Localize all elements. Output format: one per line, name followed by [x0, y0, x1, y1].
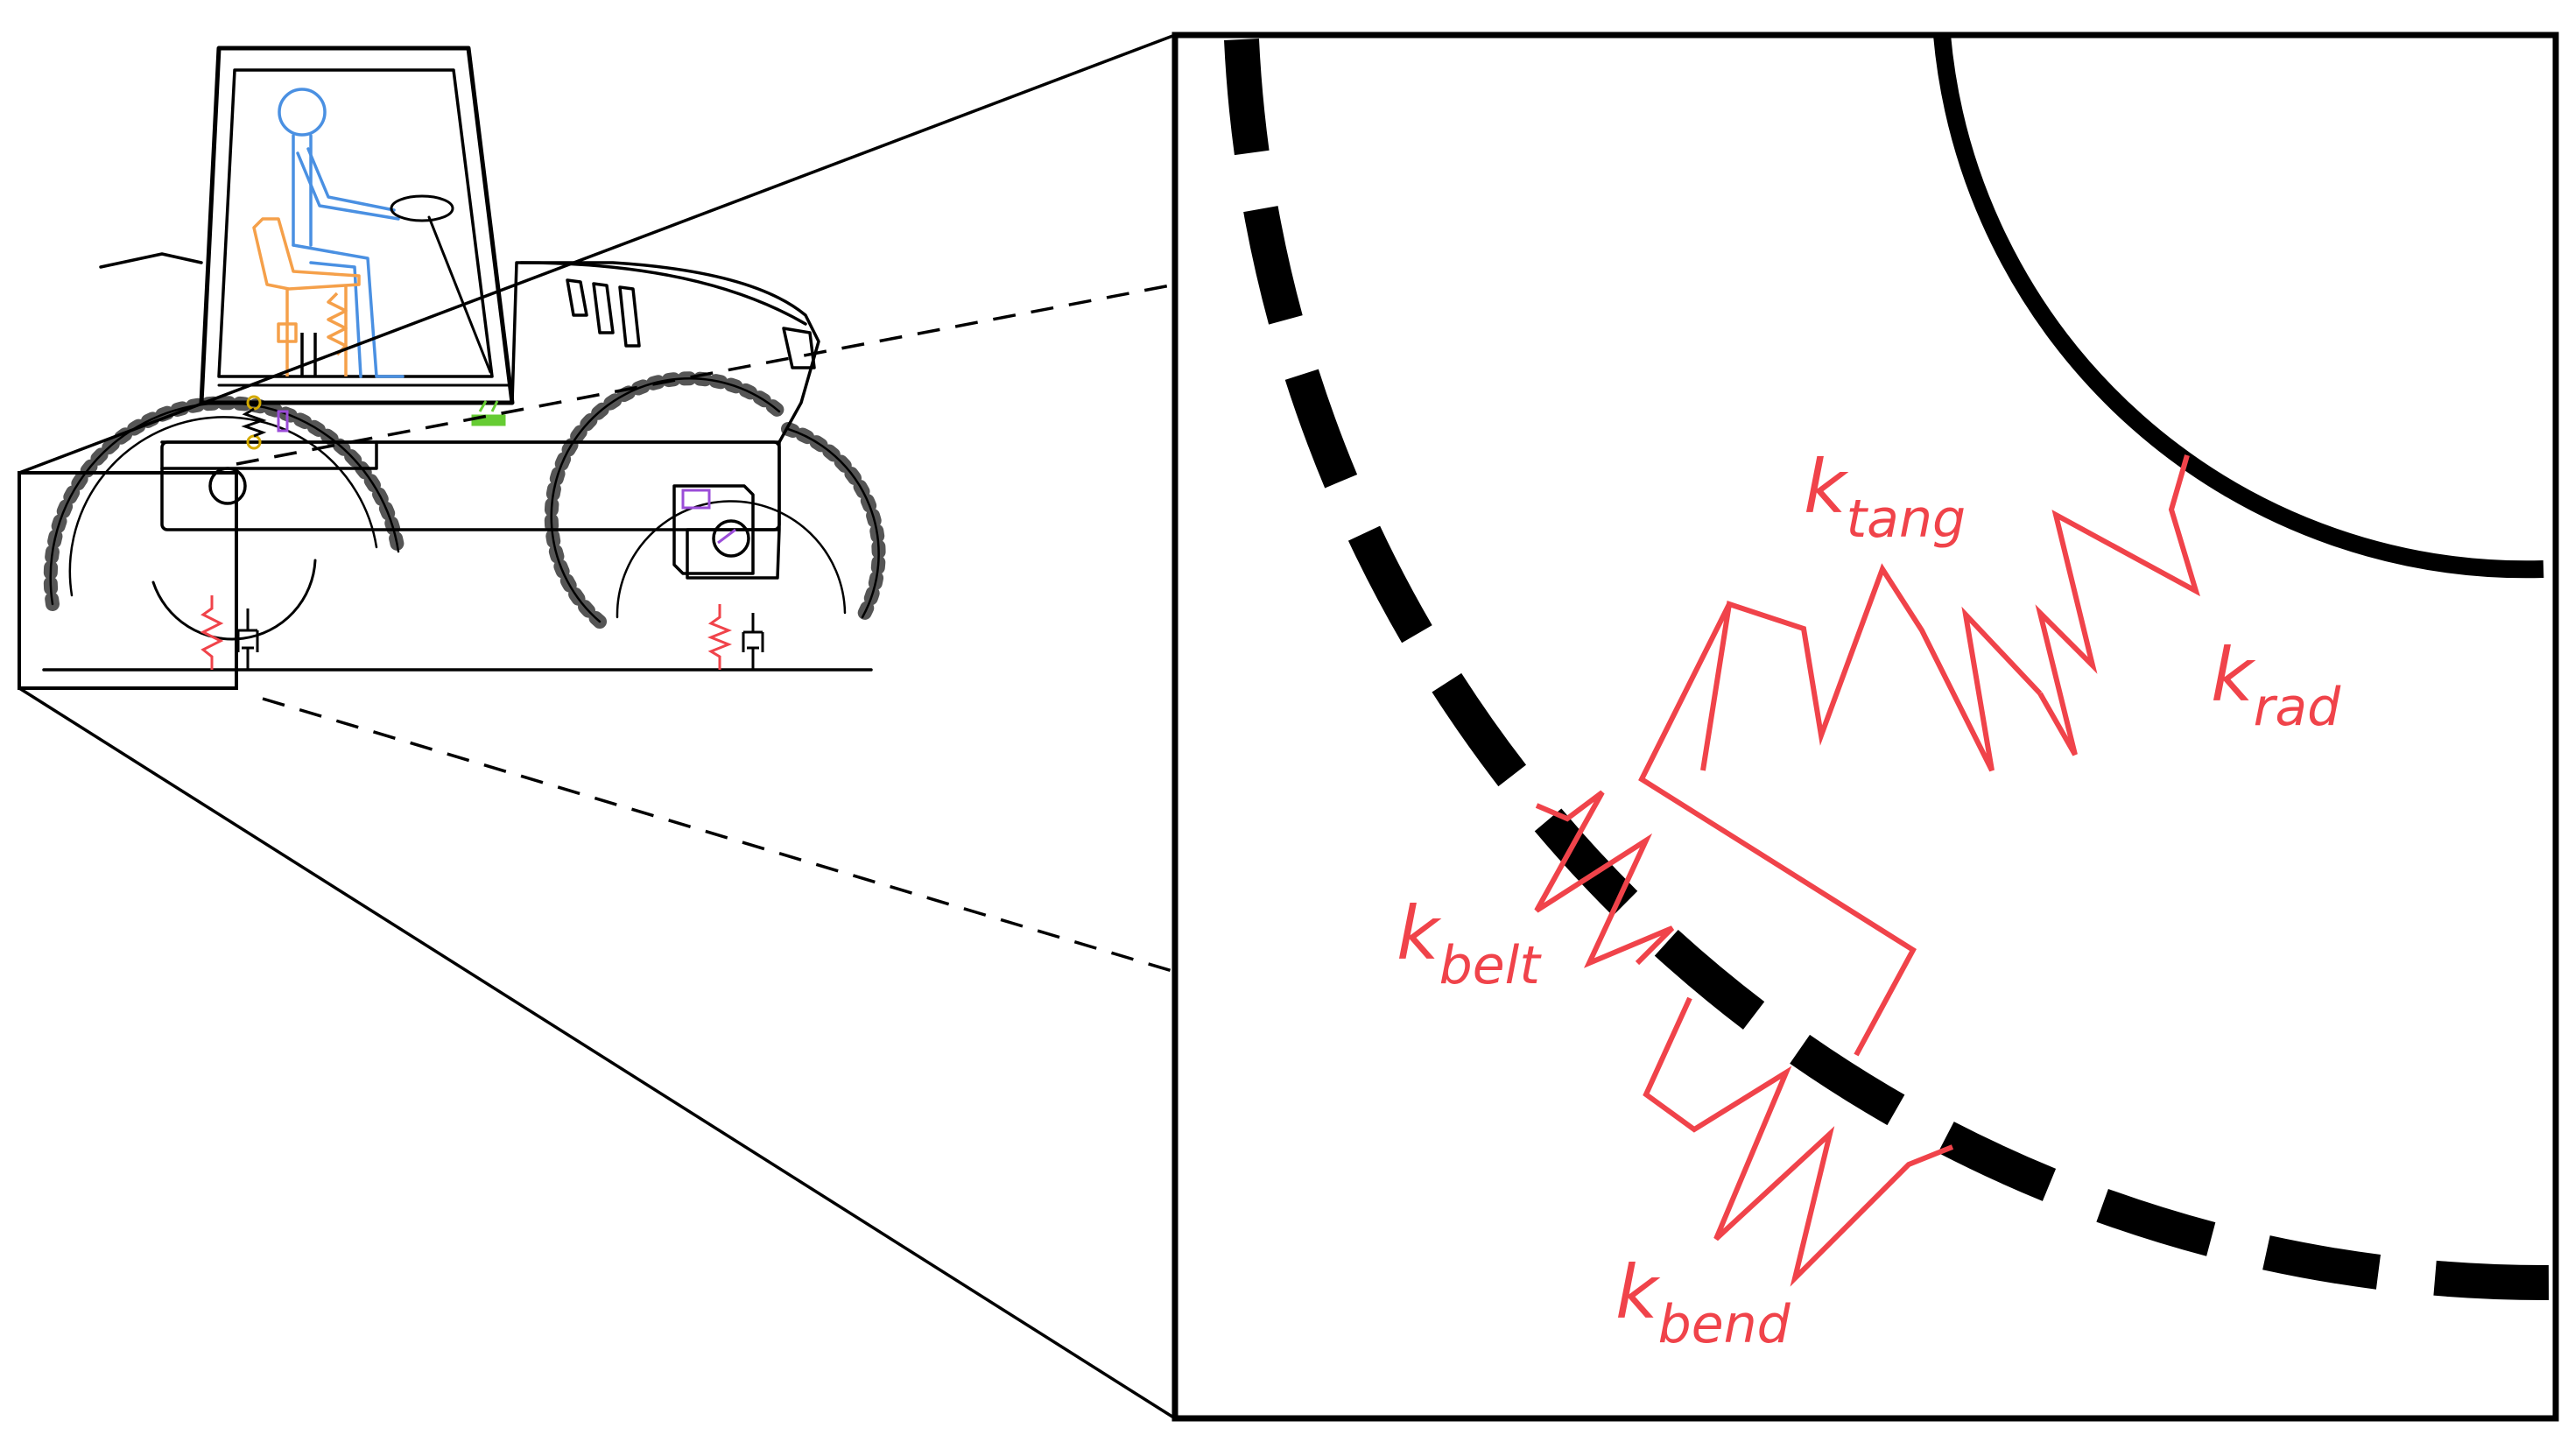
label-k-belt: kbelt — [1397, 890, 1542, 996]
spring-k-bend — [1643, 996, 1954, 1287]
zoom-source-box — [18, 471, 238, 690]
front-drum — [43, 396, 405, 641]
detail-panel: ktang krad kbelt kbend — [1171, 32, 2559, 1422]
cab-mount-suspension — [241, 395, 736, 545]
engine-hood — [510, 261, 820, 444]
operator-seat — [252, 217, 361, 376]
zoom-projection-lines — [18, 33, 1176, 1420]
cab — [99, 46, 515, 405]
spring-network — [1534, 454, 2200, 1287]
spring-k-belt — [1534, 790, 1675, 968]
detail-panel-frame — [1171, 32, 2559, 1422]
rear-wheel — [544, 371, 886, 629]
hub-arc — [1933, 34, 2544, 579]
tire-ground-dampers — [236, 608, 764, 670]
compactor-vehicle-sketch — [42, 46, 886, 672]
label-k-rad: krad — [2211, 632, 2341, 738]
tire-ground-springs — [200, 595, 733, 670]
operator-figure — [278, 88, 492, 378]
spring-k-tang — [1700, 563, 2043, 772]
label-k-tang: ktang — [1804, 444, 1966, 550]
spring-k-rad — [2035, 454, 2200, 756]
spring-bracket — [1638, 602, 1917, 1057]
label-k-bend: kbend — [1615, 1249, 1791, 1355]
